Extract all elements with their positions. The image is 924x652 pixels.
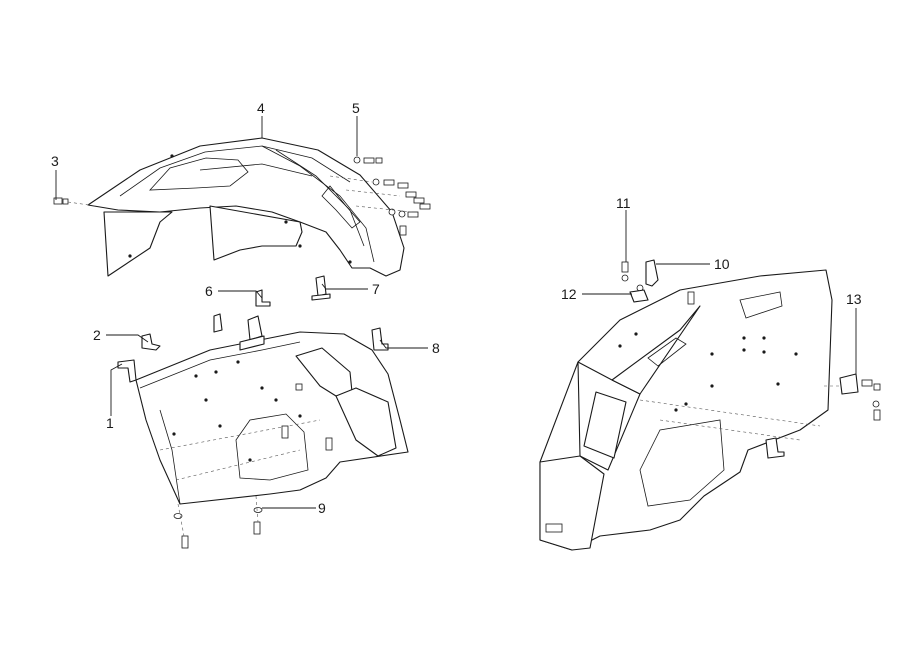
leader-2: [106, 334, 149, 343]
callout-12: 12: [561, 286, 577, 302]
part-8-bracket: [371, 327, 389, 351]
callout-9: 9: [318, 500, 326, 516]
part-6-bracket: [213, 289, 271, 351]
part-2-bracket: [141, 333, 161, 351]
part-11-bolt-set: [621, 261, 644, 292]
callout-3: 3: [51, 153, 59, 169]
callout-1: 1: [106, 415, 114, 431]
callout-leaders: [55, 116, 857, 509]
leader-7: [321, 283, 368, 290]
side-fender-panel: [539, 269, 833, 551]
part-9-bolt-set: [173, 425, 333, 549]
callout-5: 5: [352, 100, 360, 116]
callout-8: 8: [432, 340, 440, 356]
part-13-bracket: [824, 373, 881, 421]
part-5-bolt-set: [329, 156, 431, 236]
part-7-bracket: [311, 275, 331, 301]
part-3-fastener-set: [53, 197, 97, 207]
callout-10: 10: [714, 256, 730, 272]
callout-13: 13: [846, 291, 862, 307]
callout-11: 11: [616, 195, 631, 211]
inner-fender-panel: [135, 331, 409, 505]
callout-4: 4: [257, 100, 265, 116]
part-12-plate: [629, 289, 649, 303]
part-4-rear-fender: [87, 137, 405, 277]
callout-2: 2: [93, 327, 101, 343]
part-1-bracket: [117, 359, 137, 383]
leader-8: [379, 339, 428, 349]
callout-7: 7: [372, 281, 380, 297]
part-10-bracket: [645, 259, 659, 287]
callout-labels: 1 2 3 4 5 6 7 8 9 10 11 12 13: [51, 100, 862, 516]
leader-1: [110, 363, 123, 416]
callout-6: 6: [205, 283, 213, 299]
leader-6: [218, 290, 263, 299]
